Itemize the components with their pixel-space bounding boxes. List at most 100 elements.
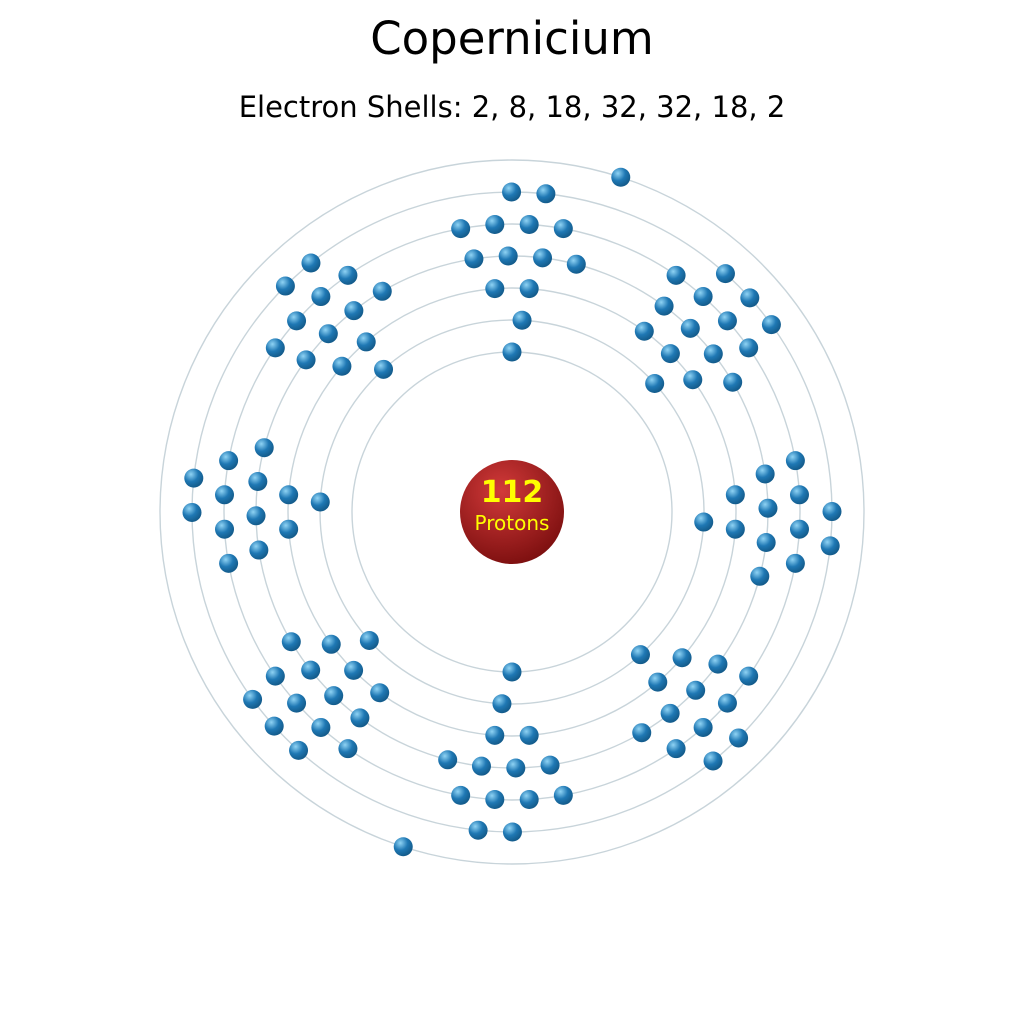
electron-shell-5-22 [311, 717, 331, 737]
electron-shell-4-7 [703, 344, 723, 364]
electron-shell-4-13 [708, 654, 728, 674]
electron-shell-4-9 [755, 464, 775, 484]
electron-shell-5-3 [519, 215, 539, 235]
electron-shell-4-32 [372, 281, 392, 301]
electron-shell-4-27 [248, 471, 268, 491]
electron-shell-6-15 [182, 502, 202, 522]
nucleus: 112 Protons [460, 460, 564, 564]
electron-shell-4-20 [438, 750, 458, 770]
electron-shell-5-24 [265, 666, 285, 686]
electron-shell-4-16 [632, 723, 652, 743]
electron-shell-3-6 [725, 485, 745, 505]
electron-shell-4-31 [344, 301, 364, 321]
electron-shell-5-19 [485, 789, 505, 809]
electron-shell-4-5 [654, 296, 674, 316]
electron-shell-5-1 [451, 219, 471, 239]
electron-shell-5-10 [789, 485, 809, 505]
electron-shell-3-2 [519, 279, 539, 299]
electron-shell-2-2 [645, 374, 665, 394]
electron-shell-3-3 [634, 321, 654, 341]
electron-shell-5-5 [666, 265, 686, 285]
electron-shell-4-25 [249, 540, 269, 560]
electron-shell-6-2 [536, 184, 556, 204]
electron-shell-5-18 [519, 789, 539, 809]
electron-shell-4-14 [686, 680, 706, 700]
electron-shell-2-3 [694, 512, 714, 532]
orbit-shell-7 [159, 159, 865, 865]
electron-shell-7-2 [393, 837, 413, 857]
electron-shell-5-20 [451, 785, 471, 805]
electron-shell-5-14 [717, 693, 737, 713]
electron-shell-2-4 [630, 645, 650, 665]
electron-shell-6-1 [502, 182, 522, 202]
electron-shell-3-9 [648, 672, 668, 692]
electron-shell-5-21 [338, 739, 358, 759]
electron-shell-6-13 [264, 716, 284, 736]
electron-shell-6-9 [703, 751, 723, 771]
electron-shell-4-30 [318, 324, 338, 344]
electron-shell-4-8 [723, 372, 743, 392]
electron-shell-6-12 [289, 740, 309, 760]
electron-shell-3-12 [370, 683, 390, 703]
electron-shell-2-8 [374, 359, 394, 379]
electron-shell-5-11 [789, 519, 809, 539]
electron-shell-6-3 [715, 264, 735, 284]
electron-shell-2-1 [512, 310, 532, 330]
electron-shell-5-23 [287, 693, 307, 713]
electron-shell-6-5 [761, 315, 781, 335]
electron-shell-2-5 [492, 694, 512, 714]
electron-shell-5-17 [553, 785, 573, 805]
electron-shell-5-28 [219, 451, 239, 471]
electron-shell-4-3 [533, 248, 553, 268]
electron-shell-6-18 [301, 253, 321, 273]
electron-shell-4-21 [350, 708, 370, 728]
orbit-shell-5 [223, 223, 801, 801]
electron-shell-4-19 [471, 756, 491, 776]
electron-shell-5-9 [785, 451, 805, 471]
electron-shell-3-14 [321, 634, 341, 654]
electron-shell-2-7 [310, 492, 330, 512]
nucleus-sphere [460, 460, 564, 564]
electron-shell-5-32 [338, 265, 358, 285]
electron-shell-5-7 [717, 311, 737, 331]
orbit-shell-3 [287, 287, 737, 737]
electron-shell-3-7 [725, 519, 745, 539]
electron-shell-5-12 [785, 553, 805, 573]
orbit-shell-2 [319, 319, 705, 705]
electron-shell-4-12 [750, 566, 770, 586]
electron-shell-6-8 [729, 728, 749, 748]
electron-shell-6-4 [740, 288, 760, 308]
electron-shell-4-10 [758, 498, 778, 518]
shell-configuration-label: Electron Shells: 2, 8, 18, 32, 32, 18, 2 [238, 90, 786, 124]
electron-shell-4-24 [281, 632, 301, 652]
electron-shell-5-29 [265, 338, 285, 358]
electron-shell-2-6 [359, 630, 379, 650]
electron-shell-4-26 [246, 506, 266, 526]
electron-shell-4-28 [254, 438, 274, 458]
electron-shell-5-13 [739, 666, 759, 686]
electron-shell-3-17 [332, 356, 352, 376]
electron-shell-4-22 [324, 686, 344, 706]
electron-shell-6-14 [243, 689, 263, 709]
electron-shell-5-16 [666, 739, 686, 759]
electron-shell-3-18 [356, 332, 376, 352]
electron-shell-6-10 [502, 822, 522, 842]
electron-shell-6-6 [822, 502, 842, 522]
electron-shell-3-10 [519, 725, 539, 745]
proton-label: Protons [475, 511, 550, 535]
electron-shell-4-23 [301, 660, 321, 680]
electron-shell-5-25 [219, 553, 239, 573]
electron-shell-5-15 [693, 717, 713, 737]
electron-shell-3-8 [672, 648, 692, 668]
electron-shell-4-4 [566, 254, 586, 274]
electron-shell-5-6 [693, 287, 713, 307]
electron-shell-3-5 [683, 370, 703, 390]
electron-shell-3-16 [279, 485, 299, 505]
electron-layer [182, 167, 842, 857]
electron-shell-3-4 [660, 344, 680, 364]
page-title: Copernicium [370, 12, 654, 65]
electron-shell-5-27 [215, 485, 235, 505]
electron-shell-4-11 [756, 533, 776, 553]
